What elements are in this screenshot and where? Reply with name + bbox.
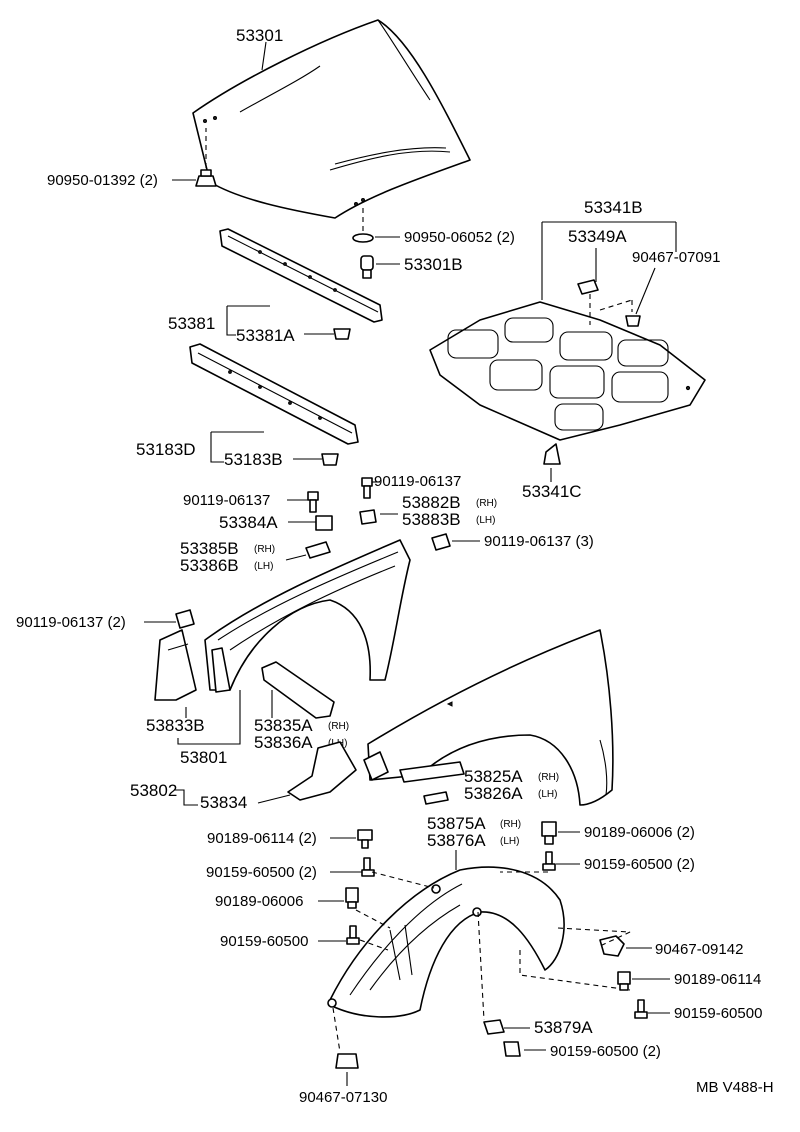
clip-90467-09142[interactable]: [599, 935, 625, 957]
label-53385B-side: (RH): [254, 544, 275, 555]
label-53386B-side: (LH): [254, 561, 273, 572]
bracket-53882b[interactable]: [359, 509, 377, 525]
screw-90159-60500-upper[interactable]: [361, 857, 375, 877]
label-53381A: 53381A: [236, 326, 295, 345]
label-53825A-side: (RH): [538, 772, 559, 783]
hood-cushion-53301b[interactable]: [360, 255, 374, 279]
label-90159-60500-2b: 90159-60500 (2): [584, 856, 695, 873]
screw-90159-60500-bottom[interactable]: [503, 1041, 521, 1057]
clip-53349a[interactable]: [577, 279, 599, 295]
clip-90189-06114-lower[interactable]: [617, 971, 631, 991]
bolt-90119-06137-top[interactable]: [361, 477, 373, 499]
label-90950-06052: 90950-06052 (2): [404, 229, 515, 246]
label-53381: 53381: [168, 314, 215, 333]
hood-insulator-53341b[interactable]: [429, 301, 706, 441]
clip-90189-06006-right[interactable]: [541, 821, 557, 845]
label-53349A: 53349A: [568, 227, 627, 246]
screw-90159-60500-left[interactable]: [346, 925, 360, 945]
label-90189-06114-2: 90189-06114 (2): [207, 830, 317, 847]
label-90159-60500-b: 90159-60500: [674, 1005, 762, 1022]
label-53882B-side: (RH): [476, 498, 497, 509]
label-53875A: 53875A: [427, 814, 486, 833]
label-53385B: 53385B: [180, 539, 239, 558]
hood-bumper-left[interactable]: [195, 169, 217, 187]
label-90119-06137-2: 90119-06137 (2): [16, 614, 126, 631]
label-53384A: 53384A: [219, 513, 278, 532]
label-53825A: 53825A: [464, 767, 523, 786]
clip-90189-06006-left[interactable]: [345, 887, 359, 909]
label-53876A-side: (LH): [500, 836, 519, 847]
label-90119-06137-b: 90119-06137: [183, 492, 270, 509]
bracket-53385b[interactable]: [305, 541, 331, 559]
label-53882B: 53882B: [402, 493, 461, 512]
screw-90159-60500-right[interactable]: [542, 851, 556, 871]
label-53876A: 53876A: [427, 831, 486, 850]
label-90467-07091: 90467-07091: [632, 249, 720, 266]
label-53834: 53834: [200, 793, 247, 812]
fender-apron-53801[interactable]: [204, 539, 411, 693]
label-53883B-side: (LH): [476, 515, 495, 526]
bolt-90119-06137-right[interactable]: [431, 533, 451, 551]
label-53301B: 53301B: [404, 255, 463, 274]
hood-seal-washer[interactable]: [352, 233, 374, 243]
label-90159-60500-a: 90159-60500: [220, 933, 308, 950]
label-90467-09142: 90467-09142: [655, 941, 743, 958]
label-53879A: 53879A: [534, 1018, 593, 1037]
label-53802: 53802: [130, 781, 177, 800]
label-90189-06006-2: 90189-06006 (2): [584, 824, 695, 841]
label-53301: 53301: [236, 26, 283, 45]
label-90119-06137-a: 90119-06137: [374, 473, 461, 490]
clip-53381a[interactable]: [333, 328, 351, 340]
clip-53384a[interactable]: [315, 515, 333, 531]
label-53826A: 53826A: [464, 784, 523, 803]
label-53835A-side: (RH): [328, 721, 349, 732]
clip-53341c[interactable]: [543, 443, 561, 465]
fender-bracket-53802[interactable]: [287, 741, 389, 801]
hood-panel[interactable]: [192, 19, 471, 219]
label-90159-60500-2a: 90159-60500 (2): [206, 864, 317, 881]
label-53826A-side: (LH): [538, 789, 557, 800]
clip-53183b[interactable]: [321, 453, 339, 466]
clip-90467-07091[interactable]: [625, 315, 641, 327]
clip-90189-06114-upper[interactable]: [357, 829, 373, 849]
clip-53879a[interactable]: [483, 1019, 505, 1035]
label-90189-06006: 90189-06006: [215, 893, 303, 910]
label-53836A: 53836A: [254, 733, 313, 752]
front-fender-panel[interactable]: [367, 629, 614, 806]
label-53801: 53801: [180, 748, 227, 767]
label-53183B: 53183B: [224, 450, 283, 469]
diagram-code: MB V488-H: [696, 1079, 774, 1096]
label-53341C: 53341C: [522, 482, 582, 501]
fender-liner-seal-53825a[interactable]: [399, 761, 465, 805]
fender-liner-53875a[interactable]: [327, 866, 565, 1018]
hood-seal-53381[interactable]: [219, 228, 383, 323]
fender-brace-53835a[interactable]: [261, 661, 335, 719]
hinge-bracket-53833b[interactable]: [154, 629, 197, 701]
label-90119-06137-3: 90119-06137 (3): [484, 533, 594, 550]
label-53386B: 53386B: [180, 556, 239, 575]
label-53341B: 53341B: [584, 198, 643, 217]
bolt-90119-06137-hinge[interactable]: [175, 609, 195, 629]
label-53183D: 53183D: [136, 440, 196, 459]
label-53833B: 53833B: [146, 716, 205, 735]
bolt-90119-06137-left[interactable]: [307, 491, 319, 513]
label-90950-01392: 90950-01392 (2): [47, 172, 158, 189]
label-53883B: 53883B: [402, 510, 461, 529]
hood-seal-53183d[interactable]: [189, 343, 359, 445]
clip-90467-07130[interactable]: [335, 1053, 359, 1069]
label-53875A-side: (RH): [500, 819, 521, 830]
screw-90159-60500-lower[interactable]: [634, 999, 648, 1019]
label-90159-60500-2c: 90159-60500 (2): [550, 1043, 661, 1060]
label-53835A: 53835A: [254, 716, 313, 735]
label-90189-06114: 90189-06114: [674, 971, 761, 988]
label-90467-07130: 90467-07130: [299, 1089, 387, 1106]
